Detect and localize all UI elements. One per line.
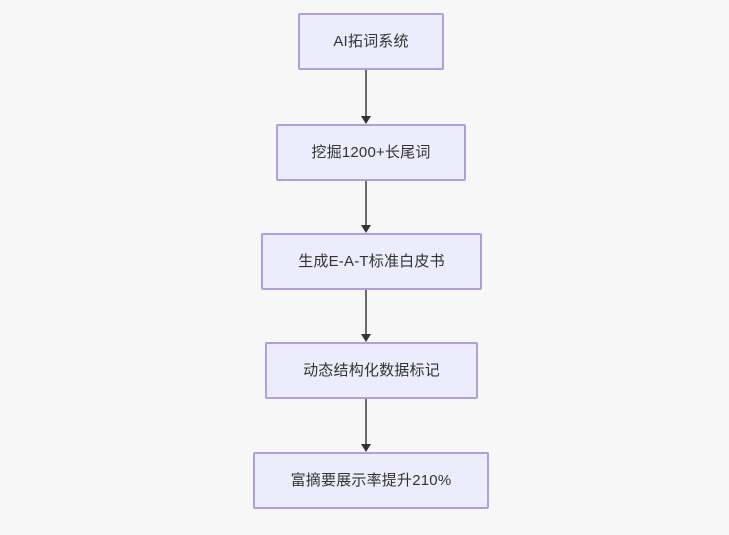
flow-connector-1 (360, 70, 372, 124)
flow-node-dynamic-structured-data-markup[interactable]: 动态结构化数据标记 (265, 342, 478, 399)
arrowhead-down-icon (361, 225, 371, 233)
flow-node-label: 生成E-A-T标准白皮书 (298, 253, 445, 270)
arrowhead-down-icon (361, 444, 371, 452)
flow-node-generate-eat-whitepaper[interactable]: 生成E-A-T标准白皮书 (261, 233, 482, 290)
arrowhead-down-icon (361, 334, 371, 342)
connector-line (365, 181, 367, 225)
flow-node-rich-snippet-impression-lift[interactable]: 富摘要展示率提升210% (253, 452, 489, 509)
flow-connector-2 (360, 181, 372, 233)
flow-connector-3 (360, 290, 372, 342)
flow-node-ai-keyword-system[interactable]: AI拓词系统 (298, 13, 444, 70)
flow-node-label: 挖掘1200+长尾词 (311, 144, 431, 161)
connector-line (365, 70, 367, 116)
flow-node-label: AI拓词系统 (333, 33, 409, 50)
arrowhead-down-icon (361, 116, 371, 124)
flow-node-label: 动态结构化数据标记 (303, 362, 440, 379)
flow-node-label: 富摘要展示率提升210% (290, 472, 452, 489)
connector-line (365, 290, 367, 334)
flow-node-mine-longtail-keywords[interactable]: 挖掘1200+长尾词 (276, 124, 466, 181)
flow-connector-4 (360, 399, 372, 452)
connector-line (365, 399, 367, 444)
